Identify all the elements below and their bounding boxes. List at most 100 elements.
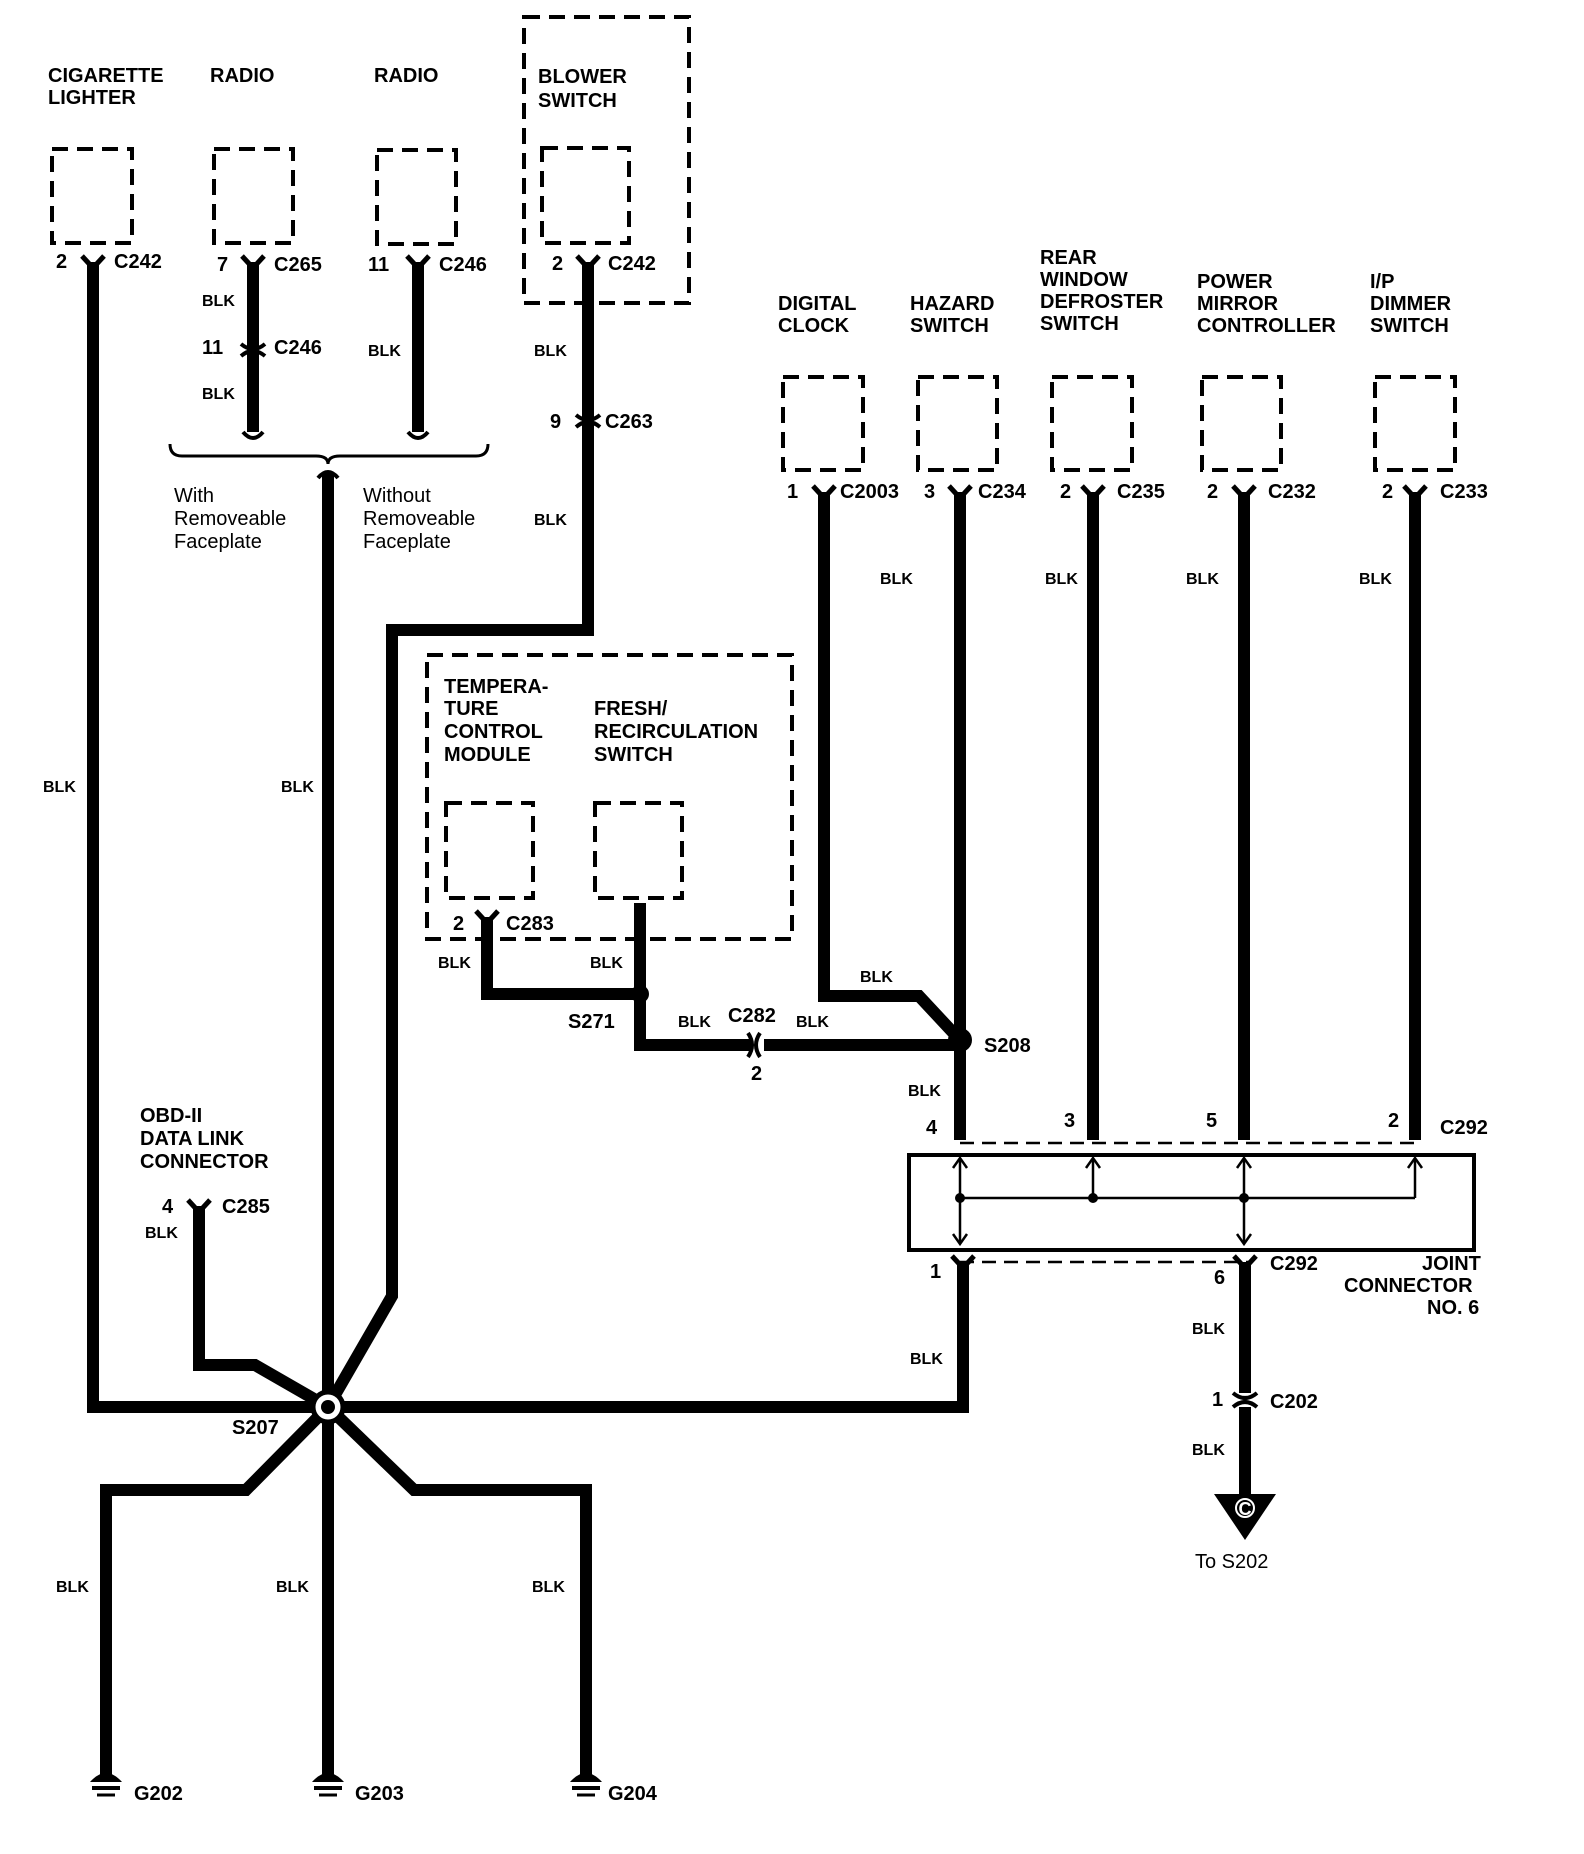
temperature-control-module-box	[444, 801, 535, 900]
svg-text:SWITCH: SWITCH	[1370, 315, 1449, 337]
inline-connector-c202-bot	[1231, 1400, 1259, 1409]
ip-dimmer-switch-label: I/P DIMMER SWITCH	[1370, 271, 1452, 337]
svg-text:BLK: BLK	[1045, 571, 1078, 588]
inline-connector-c246-bot	[239, 349, 267, 358]
svg-text:C282: C282	[728, 1005, 776, 1027]
svg-text:Without: Without	[363, 485, 431, 507]
svg-text:TEMPERA-: TEMPERA-	[444, 676, 548, 698]
svg-text:1: 1	[787, 481, 798, 503]
radio-bundle-hook	[316, 470, 340, 480]
wire-blower-switch	[322, 262, 594, 1410]
ground-g203-icon	[312, 1773, 344, 1782]
hvac-control-outer-box	[425, 653, 794, 941]
fresh-recirculation-switch-box	[593, 801, 684, 900]
ground-g203: G203	[312, 1773, 404, 1805]
svg-text:BLK: BLK	[532, 1579, 565, 1596]
svg-text:HAZARD: HAZARD	[910, 293, 994, 315]
wire-joint-connector-to-s207	[328, 1262, 969, 1413]
rear-window-defroster-switch-label: REAR WINDOW DEFROSTER SWITCH	[1040, 247, 1164, 335]
jc-arrow-6	[1235, 1233, 1253, 1247]
svg-text:G203: G203	[355, 1783, 404, 1805]
to-s202-label: To S202	[1195, 1551, 1268, 1573]
obd-ii-connector-label: OBD-II DATA LINK CONNECTOR	[140, 1105, 269, 1173]
svg-text:C292: C292	[1270, 1253, 1318, 1275]
svg-text:LIGHTER: LIGHTER	[48, 87, 136, 109]
svg-text:CONTROL: CONTROL	[444, 721, 543, 743]
svg-text:CLOCK: CLOCK	[778, 315, 850, 337]
svg-text:5: 5	[1206, 1110, 1217, 1132]
svg-text:BLK: BLK	[880, 571, 913, 588]
inline-connector-c282-right	[754, 1031, 762, 1059]
svg-text:Removeable: Removeable	[363, 508, 475, 530]
svg-text:7: 7	[217, 254, 228, 276]
s271-label: S271	[568, 1011, 615, 1033]
svg-text:DIMMER: DIMMER	[1370, 293, 1452, 315]
svg-text:4: 4	[926, 1117, 938, 1139]
svg-text:SWITCH: SWITCH	[538, 90, 617, 112]
temperature-control-module-label: TEMPERA- TURE CONTROL MODULE	[444, 676, 548, 766]
svg-text:FRESH/: FRESH/	[594, 698, 668, 720]
svg-text:C2003: C2003	[840, 481, 899, 503]
svg-text:BLK: BLK	[202, 386, 235, 403]
connector-mark-hazard	[947, 484, 973, 502]
wires	[87, 262, 1421, 1776]
ground-g204: G204	[570, 1773, 658, 1805]
svg-text:BLK: BLK	[202, 293, 235, 310]
inline-connector-c282-left	[746, 1031, 754, 1059]
svg-text:BLK: BLK	[860, 969, 893, 986]
svg-text:2: 2	[453, 913, 464, 935]
blower-switch-label: BLOWER SWITCH	[538, 66, 627, 112]
svg-text:6: 6	[1214, 1267, 1225, 1289]
digital-clock-label: DIGITAL CLOCK	[778, 293, 857, 337]
svg-text:C234: C234	[978, 481, 1027, 503]
svg-text:MIRROR: MIRROR	[1197, 293, 1279, 315]
svg-text:BLK: BLK	[1359, 571, 1392, 588]
svg-text:2: 2	[552, 253, 563, 275]
blower-switch-box	[540, 146, 631, 245]
wire-digital-clock	[818, 492, 965, 1045]
svg-text:C242: C242	[608, 253, 656, 275]
svg-text:With: With	[174, 485, 214, 507]
svg-text:C285: C285	[222, 1196, 270, 1218]
hazard-switch-label: HAZARD SWITCH	[910, 293, 994, 337]
svg-text:SWITCH: SWITCH	[1040, 313, 1119, 335]
fresh-recirculation-switch-label: FRESH/ RECIRCULATION SWITCH	[594, 698, 758, 766]
wire-g204	[323, 1402, 592, 1776]
svg-text:TURE: TURE	[444, 698, 498, 720]
jc-node-b	[1088, 1193, 1098, 1203]
svg-text:C235: C235	[1117, 481, 1165, 503]
jc-pin1-mark	[950, 1254, 976, 1272]
svg-text:BLK: BLK	[56, 1579, 89, 1596]
radio-label-1: RADIO	[210, 65, 274, 87]
svg-text:1: 1	[1212, 1389, 1223, 1411]
connector-mark-obd	[186, 1198, 212, 1216]
connector-labels: 2 C242 7 C265 11 C246 11 C246 2 C242 9 C…	[56, 251, 1488, 1413]
svg-text:2: 2	[56, 251, 67, 273]
svg-text:C246: C246	[439, 254, 487, 276]
hazard-switch-box	[916, 375, 999, 472]
svg-text:I/P: I/P	[1370, 271, 1394, 293]
svg-text:BLK: BLK	[534, 512, 567, 529]
without-faceplate-note: Without Removeable Faceplate	[363, 485, 475, 553]
ground-g204-icon	[570, 1773, 602, 1782]
joint-connector-label: JOINT CONNECTOR NO. 6	[1344, 1253, 1481, 1319]
svg-text:G204: G204	[608, 1783, 658, 1805]
cigarette-lighter-label: CIGARETTE LIGHTER	[48, 65, 164, 109]
svg-text:C232: C232	[1268, 481, 1316, 503]
radio1-end-hook	[241, 430, 265, 440]
svg-text:CONNECTOR: CONNECTOR	[140, 1151, 269, 1173]
svg-text:C242: C242	[114, 251, 162, 273]
svg-text:BLK: BLK	[1186, 571, 1219, 588]
svg-text:G202: G202	[134, 1783, 183, 1805]
connector-mark-temp	[474, 909, 500, 927]
radio-box-2	[375, 148, 458, 246]
svg-text:C246: C246	[274, 337, 322, 359]
svg-text:NO. 6: NO. 6	[1427, 1297, 1479, 1319]
joint-connector-body	[907, 1153, 1476, 1252]
ground-g202-icon	[90, 1773, 122, 1782]
jc-node-c	[1239, 1193, 1249, 1203]
svg-text:POWER: POWER	[1197, 271, 1273, 293]
svg-text:Removeable: Removeable	[174, 508, 286, 530]
digital-clock-box	[781, 375, 865, 472]
with-faceplate-note: With Removeable Faceplate	[174, 485, 286, 553]
